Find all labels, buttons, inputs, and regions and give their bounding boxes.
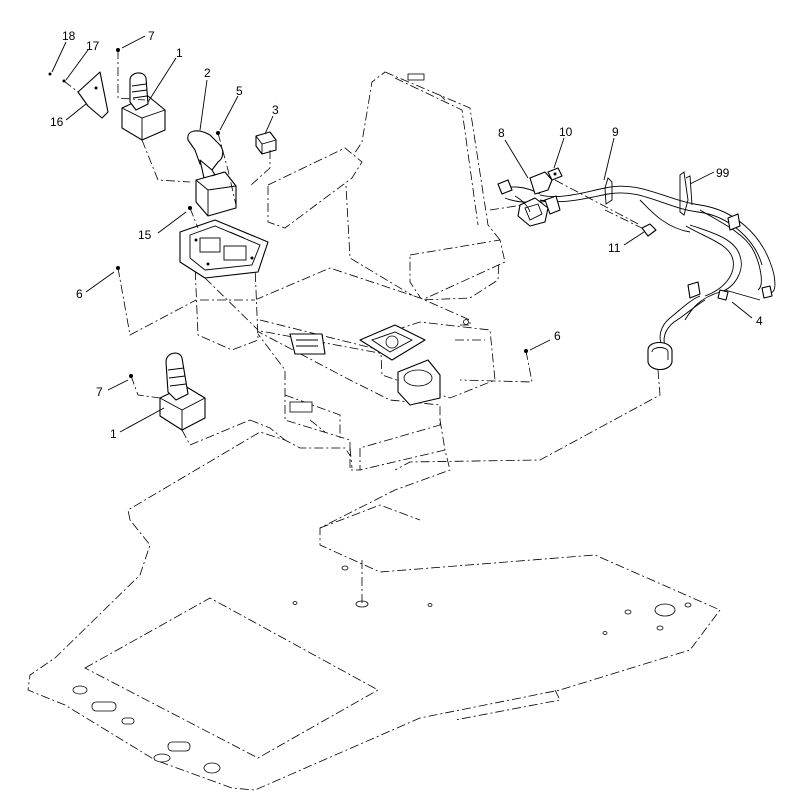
joystick-main bbox=[187, 130, 237, 217]
callout-7-left: 7 bbox=[96, 385, 103, 399]
callout-6-right: 6 bbox=[554, 329, 561, 343]
callout-4: 4 bbox=[756, 314, 763, 328]
callout-17: 17 bbox=[86, 39, 100, 53]
clamp-10 bbox=[547, 167, 563, 181]
callout-16: 16 bbox=[50, 115, 64, 129]
floor-plate bbox=[27, 431, 721, 791]
nut-11 bbox=[641, 223, 657, 237]
callout-1-top: 1 bbox=[176, 46, 183, 60]
callout-11: 11 bbox=[608, 241, 621, 255]
leader-lines bbox=[51, 35, 753, 433]
callout-6-left: 6 bbox=[76, 287, 83, 301]
callout-7-top: 7 bbox=[148, 29, 155, 43]
operator-seat bbox=[254, 71, 506, 399]
seat-base-frame bbox=[254, 329, 441, 471]
harness-connector-8 bbox=[497, 171, 561, 227]
callout-2: 2 bbox=[204, 66, 211, 80]
tie-99 bbox=[679, 171, 693, 216]
left-console bbox=[194, 264, 326, 355]
callout-8: 8 bbox=[498, 126, 505, 140]
right-control-pad bbox=[359, 324, 441, 406]
callout-5: 5 bbox=[236, 84, 243, 98]
callout-99: 99 bbox=[716, 166, 730, 180]
callout-labels: 18 17 7 1 16 2 5 3 15 6 7 1 8 10 9 99 11… bbox=[50, 29, 763, 441]
joystick-top bbox=[121, 72, 166, 141]
callout-10: 10 bbox=[559, 125, 573, 139]
callout-18: 18 bbox=[62, 29, 76, 43]
callout-15: 15 bbox=[138, 228, 152, 242]
joystick-lower bbox=[159, 352, 206, 431]
callout-9: 9 bbox=[612, 125, 619, 139]
left-control-panel bbox=[179, 219, 269, 279]
wire-harness bbox=[539, 177, 776, 371]
callout-1-left: 1 bbox=[110, 427, 117, 441]
assembly-guides bbox=[63, 50, 661, 604]
switch-3 bbox=[255, 131, 277, 155]
callout-3: 3 bbox=[272, 103, 279, 117]
bracket-16 bbox=[77, 71, 109, 119]
